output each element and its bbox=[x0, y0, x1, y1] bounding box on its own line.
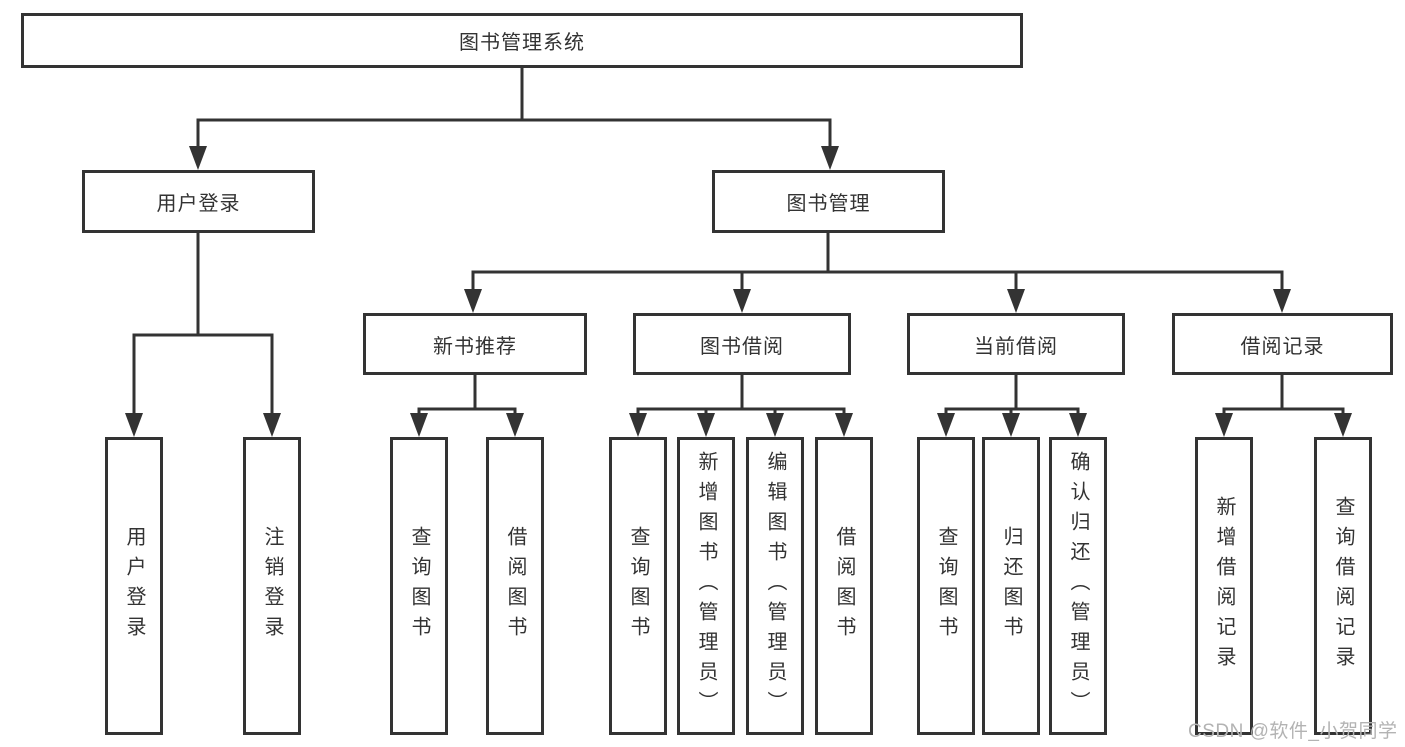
arrow-down-icon bbox=[766, 413, 784, 437]
arrow-down-icon bbox=[821, 146, 839, 170]
node-root: 图书管理系统 bbox=[21, 13, 1023, 68]
leaf-confirm-return-admin-label: 确认归还（管理员） bbox=[1067, 451, 1089, 721]
node-book-borrow: 图书借阅 bbox=[633, 313, 851, 375]
leaf-borrow-books-1: 借阅图书 bbox=[486, 437, 544, 735]
arrow-down-icon bbox=[629, 413, 647, 437]
leaf-borrow-books-2: 借阅图书 bbox=[815, 437, 873, 735]
leaf-logout-label: 注销登录 bbox=[261, 526, 283, 646]
leaf-borrow-books-2-label: 借阅图书 bbox=[833, 526, 855, 646]
leaf-query-books-2: 查询图书 bbox=[609, 437, 667, 735]
leaf-add-borrow-record-label: 新增借阅记录 bbox=[1213, 496, 1235, 676]
node-new-book-recommend: 新书推荐 bbox=[363, 313, 587, 375]
arrow-down-icon bbox=[937, 413, 955, 437]
leaf-add-books-admin-label: 新增图书（管理员） bbox=[695, 451, 717, 721]
arrow-down-icon bbox=[697, 413, 715, 437]
connector-newbook-to-leaves bbox=[417, 375, 517, 416]
connector-bookborrow-to-leaves bbox=[636, 375, 846, 416]
arrow-down-icon bbox=[125, 413, 143, 437]
leaf-query-borrow-record: 查询借阅记录 bbox=[1314, 437, 1372, 735]
leaf-return-books-label: 归还图书 bbox=[1000, 526, 1022, 646]
watermark: CSDN @软件_小贺同学 bbox=[1188, 721, 1398, 742]
node-user-login: 用户登录 bbox=[82, 170, 315, 233]
arrow-down-icon bbox=[506, 413, 524, 437]
arrow-down-icon bbox=[263, 413, 281, 437]
arrow-down-icon bbox=[1007, 289, 1025, 313]
arrow-down-icon bbox=[464, 289, 482, 313]
node-borrow-records-label: 借阅记录 bbox=[1240, 335, 1325, 358]
connector-bookmgmt-to-level3 bbox=[471, 233, 1284, 292]
leaf-query-books-3: 查询图书 bbox=[917, 437, 975, 735]
arrow-down-icon bbox=[733, 289, 751, 313]
leaf-user-login-label: 用户登录 bbox=[123, 526, 145, 646]
arrow-down-icon bbox=[1273, 289, 1291, 313]
connector-root-to-level2 bbox=[196, 68, 832, 150]
leaf-edit-books-admin-label: 编辑图书（管理员） bbox=[764, 451, 786, 721]
leaf-return-books: 归还图书 bbox=[982, 437, 1040, 735]
arrow-down-icon bbox=[1215, 413, 1233, 437]
leaf-add-borrow-record: 新增借阅记录 bbox=[1195, 437, 1253, 735]
leaf-query-books-2-label: 查询图书 bbox=[627, 526, 649, 646]
node-book-management: 图书管理 bbox=[712, 170, 945, 233]
leaf-add-books-admin: 新增图书（管理员） bbox=[677, 437, 735, 735]
node-current-borrow: 当前借阅 bbox=[907, 313, 1125, 375]
leaf-confirm-return-admin: 确认归还（管理员） bbox=[1049, 437, 1107, 735]
connector-currentborrow-to-leaves bbox=[944, 375, 1080, 416]
node-root-label: 图书管理系统 bbox=[459, 32, 585, 54]
node-book-management-label: 图书管理 bbox=[786, 193, 871, 215]
leaf-query-books-3-label: 查询图书 bbox=[935, 526, 957, 646]
arrow-down-icon bbox=[1002, 413, 1020, 437]
connector-records-to-leaves bbox=[1222, 375, 1345, 416]
connector-lines bbox=[132, 68, 1345, 416]
arrow-down-icon bbox=[1334, 413, 1352, 437]
node-user-login-label: 用户登录 bbox=[156, 193, 241, 215]
leaf-query-borrow-record-label: 查询借阅记录 bbox=[1332, 496, 1354, 676]
node-current-borrow-label: 当前借阅 bbox=[974, 335, 1058, 358]
arrow-down-icon bbox=[835, 413, 853, 437]
arrow-down-icon bbox=[1069, 413, 1087, 437]
leaf-query-books-1: 查询图书 bbox=[390, 437, 448, 735]
connector-userlogin-to-leaves bbox=[132, 233, 274, 416]
node-new-book-recommend-label: 新书推荐 bbox=[433, 335, 517, 358]
node-borrow-records: 借阅记录 bbox=[1172, 313, 1393, 375]
leaf-user-login: 用户登录 bbox=[105, 437, 163, 735]
node-book-borrow-label: 图书借阅 bbox=[700, 335, 784, 358]
leaf-query-books-1-label: 查询图书 bbox=[408, 526, 430, 646]
arrowhead-icons bbox=[125, 146, 1352, 437]
arrow-down-icon bbox=[410, 413, 428, 437]
leaf-logout: 注销登录 bbox=[243, 437, 301, 735]
arrow-down-icon bbox=[189, 146, 207, 170]
leaf-borrow-books-1-label: 借阅图书 bbox=[504, 526, 526, 646]
leaf-edit-books-admin: 编辑图书（管理员） bbox=[746, 437, 804, 735]
